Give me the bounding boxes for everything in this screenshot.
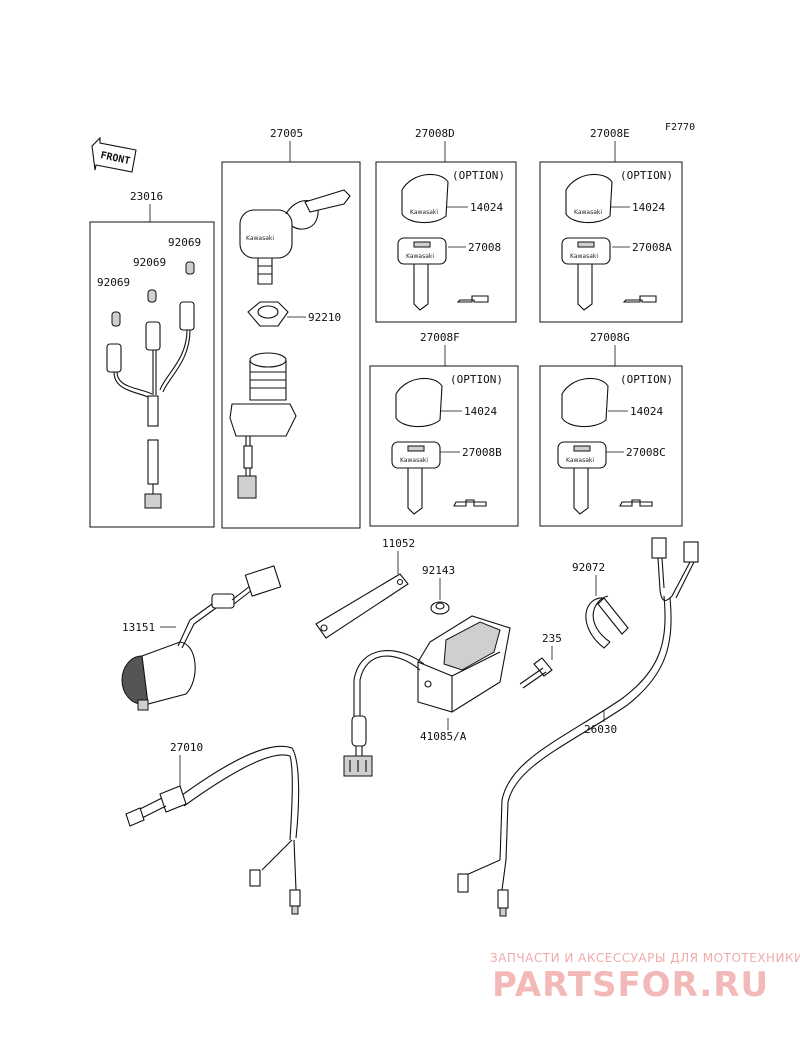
sub-harness-23016 [106, 261, 195, 509]
callout-92069-b: 92069 [133, 256, 166, 269]
callout-14024-f: 14024 [464, 405, 497, 418]
harness-27010 [125, 745, 301, 915]
callout-11052: 11052 [382, 537, 415, 550]
callout-92210: 92210 [308, 311, 341, 324]
option-label-g: (OPTION) [620, 373, 673, 386]
callout-92069-c: 92069 [97, 276, 130, 289]
callout-41085a: 41085/A [420, 730, 467, 743]
box-27008f [369, 365, 519, 527]
callout-27008a: 27008A [632, 241, 672, 254]
callout-92072: 92072 [572, 561, 605, 574]
figure-code: F2770 [665, 122, 695, 133]
callout-14024-g: 14024 [630, 405, 663, 418]
callout-13151: 13151 [122, 621, 155, 634]
key-profile-g [619, 499, 653, 507]
callout-27008e: 27008E [590, 127, 630, 140]
box-27008d [375, 161, 517, 323]
box-23016 [89, 221, 215, 528]
svg-text:Kawasaki: Kawasaki [400, 457, 428, 464]
key-head-14024-g [561, 377, 609, 428]
callout-27008f: 27008F [420, 331, 460, 344]
option-label-f: (OPTION) [450, 373, 503, 386]
socket-13151 [121, 565, 282, 711]
callout-27008d: 27008D [415, 127, 455, 140]
callout-23016: 23016 [130, 190, 163, 203]
watermark-tagline: ЗАПЧАСТИ И АКСЕССУАРЫ ДЛЯ МОТОТЕХНИКИ [490, 951, 800, 965]
option-label-e: (OPTION) [620, 169, 673, 182]
key-profile-f [453, 499, 487, 507]
watermark: ЗАПЧАСТИ И АКСЕССУАРЫ ДЛЯ МОТОТЕХНИКИ PA… [490, 951, 800, 1005]
callout-26030: 26030 [584, 723, 617, 736]
callout-27005: 27005 [270, 127, 303, 140]
clamp-92072 [585, 595, 629, 649]
key-profile-e [622, 295, 657, 303]
watermark-logo: PARTSFOR.RU [492, 965, 769, 1005]
key-head-14024-d: Kawasaki [401, 173, 449, 224]
svg-text:Kawasaki: Kawasaki [566, 457, 594, 464]
callout-27008b: 27008B [462, 446, 502, 459]
callout-92143: 92143 [422, 564, 455, 577]
svg-text:Kawasaki: Kawasaki [570, 253, 598, 260]
callout-27010: 27010 [170, 741, 203, 754]
callout-235: 235 [542, 632, 562, 645]
unit-41085a [343, 615, 511, 777]
svg-text:Kawasaki: Kawasaki [574, 209, 602, 216]
key-profile-d [456, 295, 489, 303]
key-27008a: Kawasaki [561, 237, 611, 311]
ignition-switch-27005: Kawasaki [229, 189, 351, 499]
harness-26030 [457, 537, 699, 917]
svg-text:Kawasaki: Kawasaki [246, 235, 274, 242]
callout-27008: 27008 [468, 241, 501, 254]
option-label-d: (OPTION) [452, 169, 505, 182]
box-27008g [539, 365, 683, 527]
box-27008e [539, 161, 683, 323]
key-head-14024-f [395, 377, 443, 428]
collar-92143 [430, 601, 450, 615]
key-27008c: Kawasaki [557, 441, 607, 515]
svg-text:Kawasaki: Kawasaki [406, 253, 434, 260]
callout-92069-a: 92069 [168, 236, 201, 249]
callout-27008c: 27008C [626, 446, 666, 459]
box-27005 [221, 161, 361, 529]
key-27008b: Kawasaki [391, 441, 441, 515]
callout-27008g: 27008G [590, 331, 630, 344]
callout-14024-d: 14024 [470, 201, 503, 214]
front-arrow-icon: FRONT [91, 136, 137, 173]
key-head-14024-e: Kawasaki [565, 173, 613, 224]
svg-text:Kawasaki: Kawasaki [410, 209, 438, 216]
key-27008: Kawasaki [397, 237, 447, 311]
bolt-235 [519, 657, 553, 689]
bracket-11052 [315, 573, 409, 639]
callout-14024-e: 14024 [632, 201, 665, 214]
